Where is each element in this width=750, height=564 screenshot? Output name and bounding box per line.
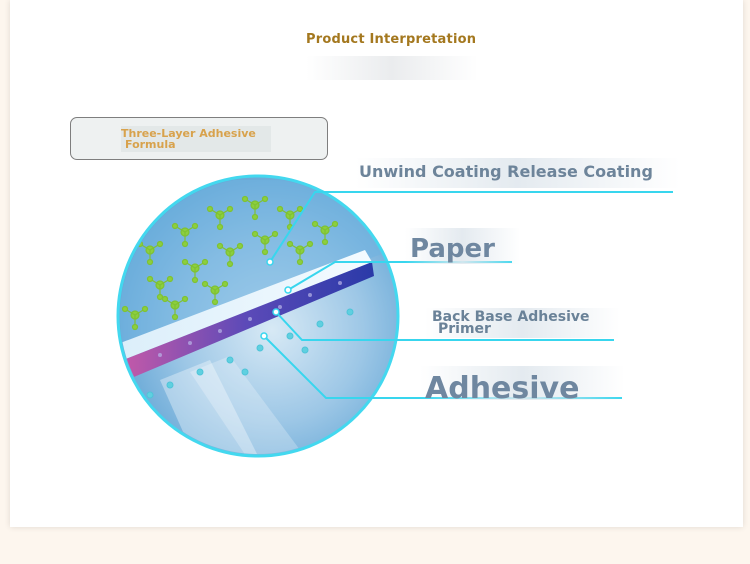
leader-dot-primer <box>272 308 280 316</box>
primer-layer <box>120 262 374 382</box>
title-underline-decoration <box>306 56 478 80</box>
layer-label-unwind: Unwind Coating Release Coating <box>359 162 653 181</box>
layer-label-adhesive: Adhesive <box>425 371 580 406</box>
leader-dot-unwind <box>266 258 274 266</box>
layer-label-primer-line2: Primer <box>438 321 491 337</box>
formula-badge <box>70 117 328 160</box>
layer-label-primer: Back Base Adhesive Primer <box>432 309 590 337</box>
label-glow-unwind <box>355 158 680 188</box>
layer-label-paper: Paper <box>410 234 495 264</box>
formula-label-line2: Formula <box>125 138 176 151</box>
layer-label-primer-line1: Back Base Adhesive <box>432 309 590 325</box>
formula-label-line1: Three-Layer Adhesive <box>121 127 256 140</box>
leader-line-primer <box>275 311 614 341</box>
label-glow-primer <box>425 308 620 338</box>
formula-badge-fill <box>121 126 271 152</box>
label-glow-paper <box>405 228 520 264</box>
leader-dot-adhesive <box>260 332 268 340</box>
label-glow-adhesive <box>420 366 625 400</box>
leader-dot-paper <box>284 286 292 294</box>
formula-label: Three-Layer Adhesive Formula <box>121 128 281 150</box>
page-title: Product Interpretation <box>306 32 477 47</box>
leader-line-unwind <box>269 191 673 263</box>
